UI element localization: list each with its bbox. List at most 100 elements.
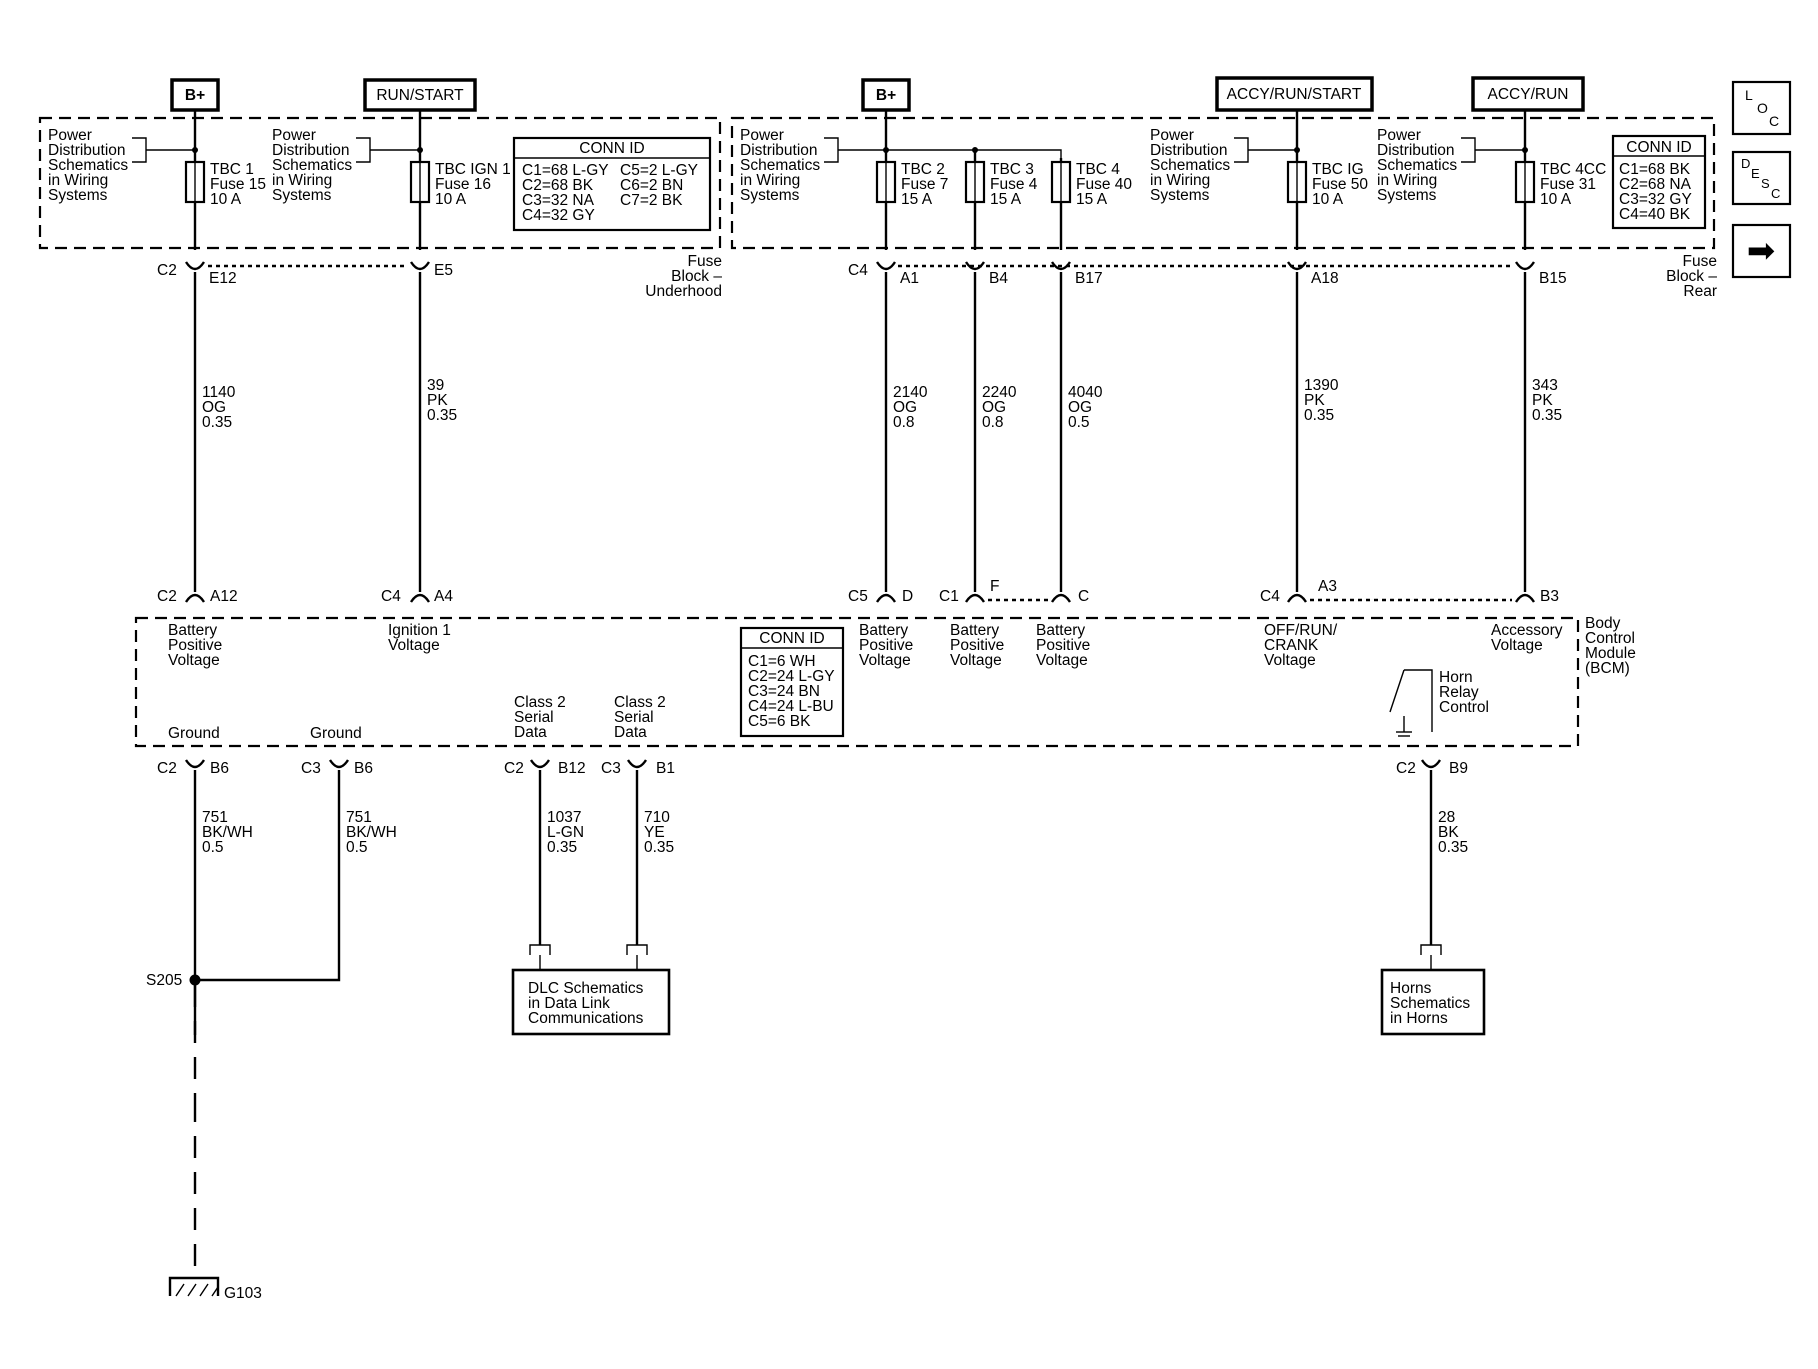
svg-text:A3: A3 xyxy=(1318,578,1337,595)
svg-text:in Data Link: in Data Link xyxy=(528,995,610,1012)
svg-text:B4: B4 xyxy=(989,270,1008,287)
fuse-block-rear-label: Fuse Block – Rear xyxy=(1666,253,1717,300)
svg-text:C2: C2 xyxy=(157,262,177,279)
svg-text:15 A: 15 A xyxy=(990,191,1022,208)
svg-text:Positive: Positive xyxy=(859,637,913,654)
svg-text:Ground: Ground xyxy=(168,725,220,742)
location-view-button[interactable]: L O C xyxy=(1731,80,1792,136)
svg-text:Power: Power xyxy=(48,127,92,144)
svg-text:Battery: Battery xyxy=(168,622,217,639)
power-source-label: B+ xyxy=(185,87,205,104)
nav-letter: D xyxy=(1741,156,1750,171)
svg-text:BK/WH: BK/WH xyxy=(346,824,397,841)
svg-text:C4=32 GY: C4=32 GY xyxy=(522,207,595,224)
svg-text:G103: G103 xyxy=(224,1285,262,1302)
power-source-label: RUN/START xyxy=(376,87,464,104)
svg-text:0.35: 0.35 xyxy=(1532,407,1562,424)
dlc-schematics-reference[interactable]: DLC Schematics in Data Link Communicatio… xyxy=(511,944,671,1036)
wire-343: 343 PK 0.35 xyxy=(1514,261,1562,603)
svg-text:Class 2: Class 2 xyxy=(614,694,666,711)
svg-text:Block –: Block – xyxy=(1666,268,1717,285)
svg-text:Schematics: Schematics xyxy=(1390,995,1470,1012)
svg-text:TBC IGN 1: TBC IGN 1 xyxy=(435,161,511,178)
fuse-block-underhood-outline xyxy=(38,116,722,250)
svg-text:C2: C2 xyxy=(504,760,524,777)
svg-text:0.5: 0.5 xyxy=(202,839,224,856)
svg-text:Power: Power xyxy=(1377,127,1421,144)
svg-text:C2: C2 xyxy=(157,588,177,605)
svg-text:Voltage: Voltage xyxy=(1491,637,1543,654)
svg-text:0.35: 0.35 xyxy=(202,414,232,431)
svg-text:TBC 2: TBC 2 xyxy=(901,161,945,178)
svg-text:CONN ID: CONN ID xyxy=(579,140,644,157)
svg-text:C5=2 L-GY: C5=2 L-GY xyxy=(620,162,698,179)
nav-letter: E xyxy=(1751,166,1760,181)
svg-text:15 A: 15 A xyxy=(1076,191,1108,208)
svg-text:CRANK: CRANK xyxy=(1264,637,1319,654)
svg-text:C4: C4 xyxy=(848,262,868,279)
svg-text:C2: C2 xyxy=(157,760,177,777)
svg-text:Ignition 1: Ignition 1 xyxy=(388,622,451,639)
svg-text:Rear: Rear xyxy=(1683,283,1717,300)
svg-text:39: 39 xyxy=(427,377,444,394)
svg-text:Communications: Communications xyxy=(528,1010,644,1027)
svg-text:A12: A12 xyxy=(210,588,238,605)
power-source-accy-run-start: ACCY/RUN/START xyxy=(1215,76,1374,112)
svg-text:Power: Power xyxy=(1150,127,1194,144)
power-source-label: B+ xyxy=(876,87,896,104)
description-view-button[interactable]: D E S C xyxy=(1731,150,1792,206)
svg-text:S205: S205 xyxy=(146,972,182,989)
fuse-tbc4cc: TBC 4CC Fuse 31 10 A xyxy=(1514,152,1606,250)
svg-text:E5: E5 xyxy=(434,262,453,279)
svg-text:Control: Control xyxy=(1585,630,1635,647)
fuse-block-underhood-label: Fuse Block – Underhood xyxy=(645,253,722,300)
horns-schematics-reference[interactable]: Horns Schematics in Horns xyxy=(1380,944,1486,1036)
svg-text:Schematics: Schematics xyxy=(272,157,352,174)
wire-751-b: 751 BK/WH 0.5 xyxy=(195,759,397,982)
svg-text:C2=68 NA: C2=68 NA xyxy=(1619,176,1692,193)
arrow-right-icon: ➡ xyxy=(1747,232,1776,270)
wire-39: 39 PK 0.35 xyxy=(409,261,457,603)
svg-text:10 A: 10 A xyxy=(435,191,467,208)
svg-text:B6: B6 xyxy=(210,760,229,777)
svg-text:Voltage: Voltage xyxy=(1264,652,1316,669)
power-source-label: ACCY/RUN xyxy=(1488,86,1569,103)
svg-text:C3=32 GY: C3=32 GY xyxy=(1619,191,1692,208)
svg-text:C3: C3 xyxy=(301,760,321,777)
svg-text:in Wiring: in Wiring xyxy=(1377,172,1437,189)
svg-text:Voltage: Voltage xyxy=(859,652,911,669)
svg-text:1037: 1037 xyxy=(547,809,581,826)
svg-text:TBC 3: TBC 3 xyxy=(990,161,1034,178)
svg-text:Systems: Systems xyxy=(1150,187,1210,204)
svg-text:1140: 1140 xyxy=(202,384,236,401)
svg-text:1390: 1390 xyxy=(1304,377,1339,394)
svg-text:Schematics: Schematics xyxy=(1150,157,1230,174)
svg-text:B15: B15 xyxy=(1539,270,1567,287)
svg-text:Voltage: Voltage xyxy=(388,637,440,654)
fuse-block-pins: C2 E12 E5 C4 A1 B4 B17 A18 B15 xyxy=(157,262,1567,287)
svg-text:2240: 2240 xyxy=(982,384,1017,401)
wire-4040: 4040 OG 0.5 xyxy=(1050,261,1103,603)
svg-text:Systems: Systems xyxy=(740,187,800,204)
svg-text:C4=24 L-BU: C4=24 L-BU xyxy=(748,698,834,715)
svg-text:TBC 4: TBC 4 xyxy=(1076,161,1120,178)
conn-id-rear: CONN ID C1=68 BK C2=68 NA C3=32 GY C4=40… xyxy=(1611,134,1707,230)
nav-letter: O xyxy=(1757,100,1768,116)
svg-text:L-GN: L-GN xyxy=(547,824,584,841)
svg-text:TBC 4CC: TBC 4CC xyxy=(1540,161,1606,178)
svg-text:Serial: Serial xyxy=(614,709,654,726)
svg-text:Positive: Positive xyxy=(950,637,1004,654)
svg-text:C6=2 BN: C6=2 BN xyxy=(620,177,683,194)
next-page-button[interactable]: ➡ xyxy=(1731,223,1792,279)
svg-text:A18: A18 xyxy=(1311,270,1339,287)
nav-letter: S xyxy=(1761,176,1770,191)
svg-text:Distribution: Distribution xyxy=(48,142,126,159)
conn-id-underhood: CONN ID C1=68 L-GY C2=68 BK C3=32 NA C4=… xyxy=(512,136,712,232)
svg-text:PK: PK xyxy=(1532,392,1553,409)
svg-text:Data: Data xyxy=(614,724,647,741)
nav-letter: C xyxy=(1771,186,1780,201)
svg-text:TBC 1: TBC 1 xyxy=(210,161,254,178)
body-control-module-outline xyxy=(134,616,1580,748)
svg-text:Battery: Battery xyxy=(1036,622,1085,639)
